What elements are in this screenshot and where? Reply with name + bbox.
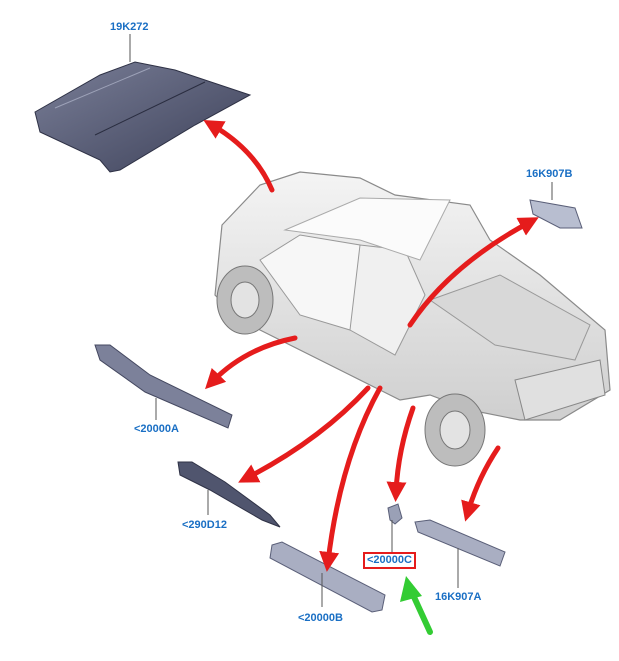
- tailgate-trim-part: [529, 182, 583, 229]
- arrow-to-sill-strip: [238, 385, 371, 483]
- sill-rear-part: [269, 541, 386, 613]
- green-pointer-arrow: [400, 576, 433, 635]
- label-20000c-highlighted: <20000C: [363, 552, 416, 569]
- callout-arrows: [203, 119, 539, 572]
- label-290d12: <290D12: [182, 519, 227, 531]
- arrow-to-sill-front: [205, 335, 298, 390]
- sill-front-part: [94, 344, 233, 429]
- label-20000b: <20000B: [298, 612, 343, 624]
- arrow-to-sill-rear: [319, 385, 383, 572]
- sill-strip-part: [177, 461, 281, 528]
- roof-panel: [34, 34, 252, 173]
- pickup-truck-body: [214, 171, 611, 467]
- label-19k272: 19K272: [110, 21, 149, 33]
- label-16k907b: 16K907B: [526, 168, 573, 180]
- arrow-to-wheel-trim: [461, 445, 501, 522]
- label-16k907a: 16K907A: [435, 591, 482, 603]
- arrow-to-tailgate-trim: [407, 217, 539, 328]
- sill-small-part: [387, 503, 403, 552]
- arrow-to-roof: [203, 119, 275, 193]
- label-20000a: <20000A: [134, 423, 179, 435]
- wheel-trim-part: [414, 519, 506, 588]
- arrow-to-sill-small: [386, 405, 416, 502]
